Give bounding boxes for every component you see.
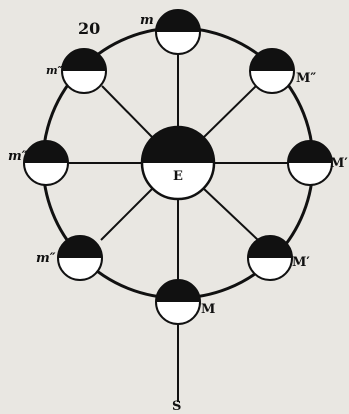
moon-bottom-right — [248, 236, 292, 280]
moon-label-top-left: m‴ — [46, 64, 65, 77]
moon-right — [288, 141, 332, 185]
earth — [142, 127, 214, 199]
moon-label-bottom-right: M′ — [292, 255, 310, 270]
moon-bottom-left — [58, 236, 102, 280]
moon-top — [156, 10, 200, 54]
moon-left — [24, 141, 68, 185]
moon-label-top-right: M″ — [296, 71, 316, 86]
moon-label-left: m″ — [8, 149, 28, 164]
center-label: E — [173, 169, 183, 184]
moon-label-right: M′ — [330, 156, 348, 171]
moon-top-left — [62, 49, 106, 93]
moon-bottom — [156, 280, 200, 324]
moon-top-right — [250, 49, 294, 93]
moon-label-top: m — [140, 13, 154, 28]
figure-number: 20 — [78, 19, 100, 38]
sun-label: S — [172, 399, 181, 414]
moon-label-bottom: M — [201, 302, 215, 317]
moon-label-bottom-left: m″ — [36, 251, 56, 266]
